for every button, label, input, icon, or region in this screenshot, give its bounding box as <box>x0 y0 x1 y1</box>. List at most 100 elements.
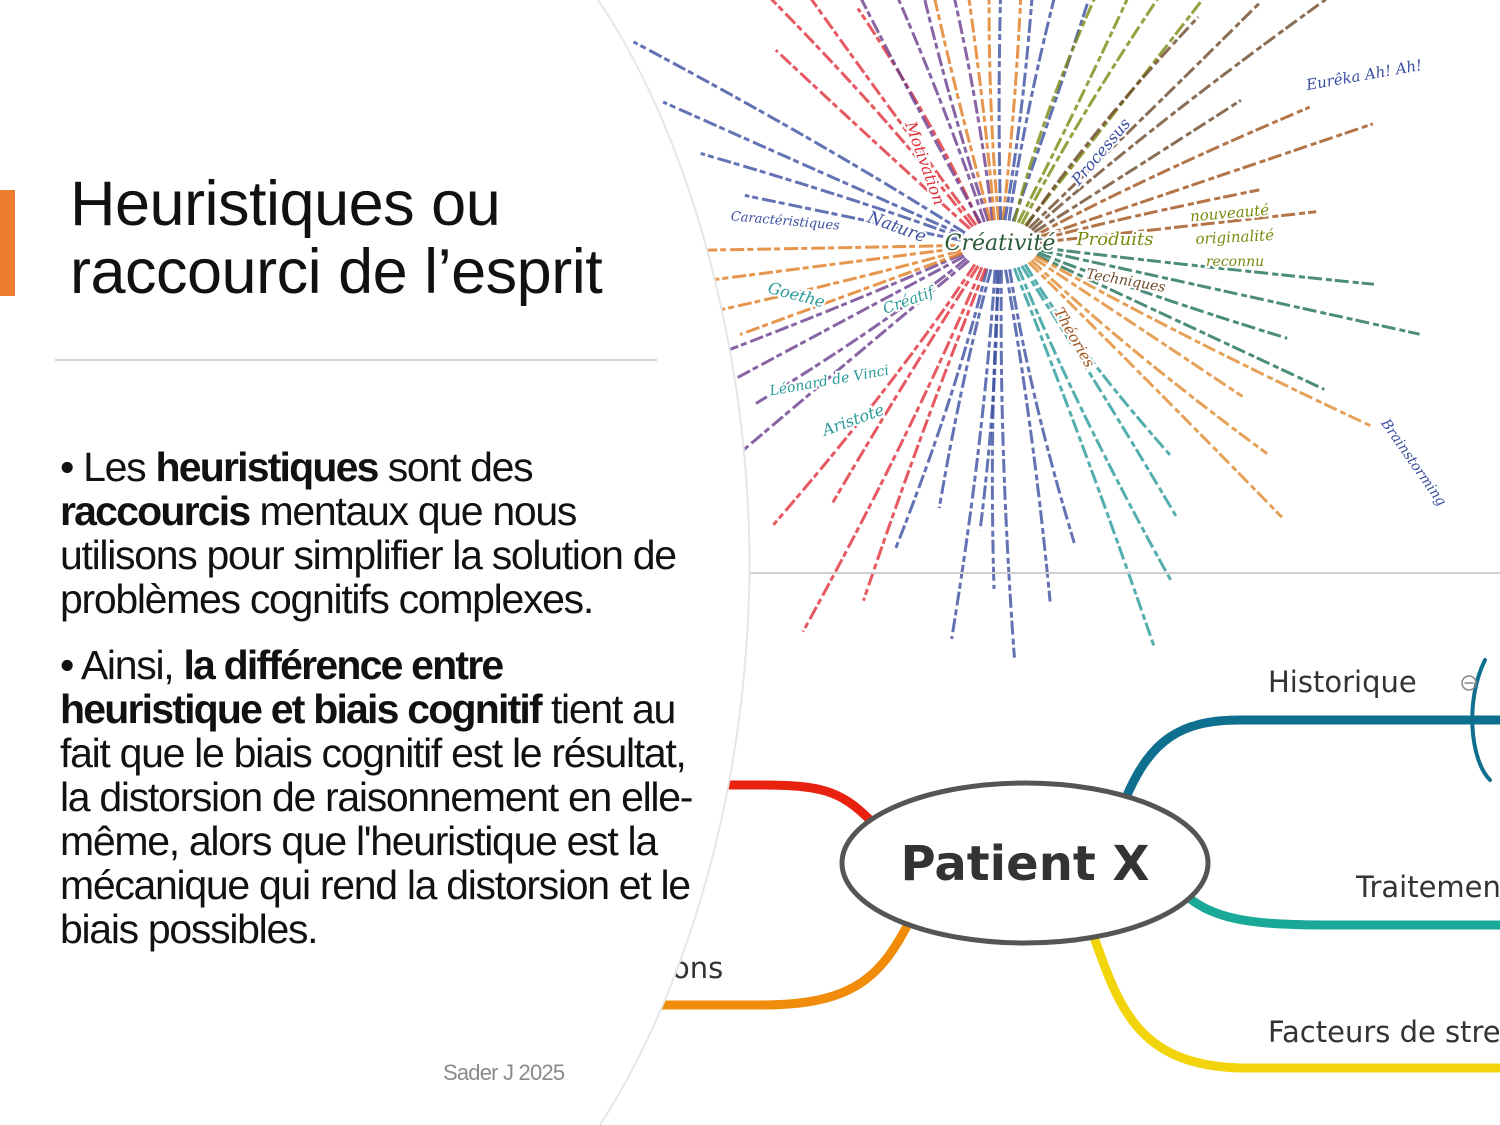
handwritten-branch <box>1035 254 1372 428</box>
handwritten-label: Créativité <box>945 231 1056 256</box>
handwritten-branch <box>923 0 990 222</box>
handwritten-branch <box>1028 1 1261 230</box>
title-accent-bar <box>0 190 15 296</box>
handwritten-label: Aristote <box>818 400 887 441</box>
handwritten-branch <box>739 251 963 336</box>
handwritten-label: Eurêka Ah! Ah! <box>1304 56 1424 94</box>
handwritten-branch <box>953 0 994 221</box>
text: tient au fait que le biais cognitif est … <box>60 686 693 952</box>
handwritten-branch <box>1004 269 1052 602</box>
handwritten-label: Motivation <box>901 118 949 208</box>
text: mentaux que nous utilisons pour simplifi… <box>60 488 677 622</box>
handwritten-branch <box>1023 0 1205 227</box>
handwritten-label: reconnu <box>1206 254 1264 270</box>
handwritten-label: Goethe <box>766 278 827 311</box>
handwritten-label: Produits <box>1076 229 1154 250</box>
handwritten-branch <box>1016 0 1129 224</box>
text-panel-background <box>0 0 750 1125</box>
bullet-heuristiques: • Les heuristiques sont des raccourcis m… <box>60 445 700 621</box>
handwritten-branch <box>1039 246 1375 286</box>
handwritten-branch <box>1016 266 1173 581</box>
handwritten-label: nouveauté <box>1189 201 1270 226</box>
handwritten-label: originalité <box>1195 226 1274 248</box>
handwritten-branch <box>967 0 996 221</box>
handwritten-branch <box>1027 261 1284 519</box>
handwritten-branch <box>1008 269 1076 544</box>
handwritten-branch <box>1038 248 1420 336</box>
handwritten-branch <box>997 0 1003 221</box>
handwritten-branch <box>1035 253 1325 391</box>
branch-traitement <box>1175 885 1500 930</box>
text: sont des <box>377 444 534 490</box>
slide-footer: Sader J 2025 <box>443 1060 565 1085</box>
handwritten-branch <box>950 269 997 640</box>
branch-label-facteurs: Facteurs de stre <box>1268 1015 1500 1049</box>
bold-text: la différence entre heuristique et biais… <box>60 642 543 732</box>
handwritten-branch <box>1030 0 1327 232</box>
title-line-2: raccourci de l’esprit <box>70 237 603 307</box>
title-divider <box>55 359 657 361</box>
handwritten-branch <box>755 257 968 405</box>
handwritten-branch <box>632 40 966 235</box>
bold-text: heuristiques <box>155 444 379 490</box>
handwritten-branch <box>860 0 982 224</box>
handwritten-branch <box>1007 0 1056 221</box>
handwritten-branch <box>1037 122 1374 239</box>
branch-historique <box>1120 715 1500 805</box>
bold-text: raccourcis <box>60 488 251 534</box>
handwritten-branch <box>987 0 1001 221</box>
handwritten-branch <box>1039 210 1317 244</box>
handwritten-label: Léonard de Vinci <box>767 363 890 400</box>
handwritten-branch <box>1035 105 1311 237</box>
handwritten-branch <box>1038 188 1260 242</box>
handwritten-branch <box>937 268 993 509</box>
handwritten-branch <box>1001 0 1023 221</box>
title-line-1: Heuristiques ou <box>70 169 501 239</box>
text: • Ainsi, <box>60 642 184 688</box>
handwritten-branch <box>1025 16 1200 227</box>
branch-red <box>695 780 875 825</box>
handwritten-branch <box>810 0 978 226</box>
handwritten-branch <box>1012 0 1096 223</box>
handwritten-branch <box>990 269 1001 589</box>
branch-label-historique: Historique <box>1268 665 1417 699</box>
patient-mindmap: Patient X Historique Traitemen Facteurs … <box>655 658 1500 1073</box>
handwritten-branch <box>999 269 1016 658</box>
handwritten-branch <box>897 0 986 223</box>
handwritten-branch <box>770 0 974 228</box>
collapse-icon <box>1461 675 1477 691</box>
handwritten-branch <box>1003 0 1034 221</box>
handwritten-branch <box>1033 256 1244 398</box>
handwritten-branch <box>831 265 980 504</box>
text: • Les <box>60 444 156 490</box>
handwritten-branch <box>772 263 977 526</box>
slide-title: Heuristiques ou raccourci de l’esprit <box>70 169 603 307</box>
handwritten-label: Créatif <box>880 282 938 318</box>
branch-orange <box>655 915 915 1010</box>
handwritten-branch <box>862 267 988 602</box>
handwritten-branch <box>893 268 989 551</box>
handwritten-label: Nature <box>864 207 929 247</box>
handwritten-branch <box>662 100 964 237</box>
handwritten-branch <box>1020 265 1178 517</box>
handwritten-branch <box>1020 0 1159 225</box>
handwritten-branch <box>933 0 992 222</box>
handwritten-branch <box>1012 267 1156 646</box>
handwritten-branch <box>801 266 984 633</box>
branch-label-traitement: Traitemen <box>1355 870 1500 904</box>
handwritten-branch <box>744 193 962 242</box>
slide-body: • Les heuristiques sont des raccourcis m… <box>60 445 700 973</box>
handwritten-branch <box>1023 263 1172 456</box>
handwritten-branch <box>1037 251 1288 340</box>
handwritten-label: Brainstorming <box>1377 415 1449 509</box>
handwritten-branch <box>700 152 963 240</box>
bullet-difference: • Ainsi, la différence entre heuristique… <box>60 643 700 951</box>
patient-center-label: Patient X <box>900 836 1149 892</box>
handwritten-branch <box>774 49 971 230</box>
branch-facteurs <box>1090 935 1500 1073</box>
patient-node <box>839 780 1211 946</box>
handwritten-branch <box>1030 259 1269 455</box>
handwritten-branch <box>1033 99 1242 234</box>
handwritten-branch <box>856 7 981 225</box>
